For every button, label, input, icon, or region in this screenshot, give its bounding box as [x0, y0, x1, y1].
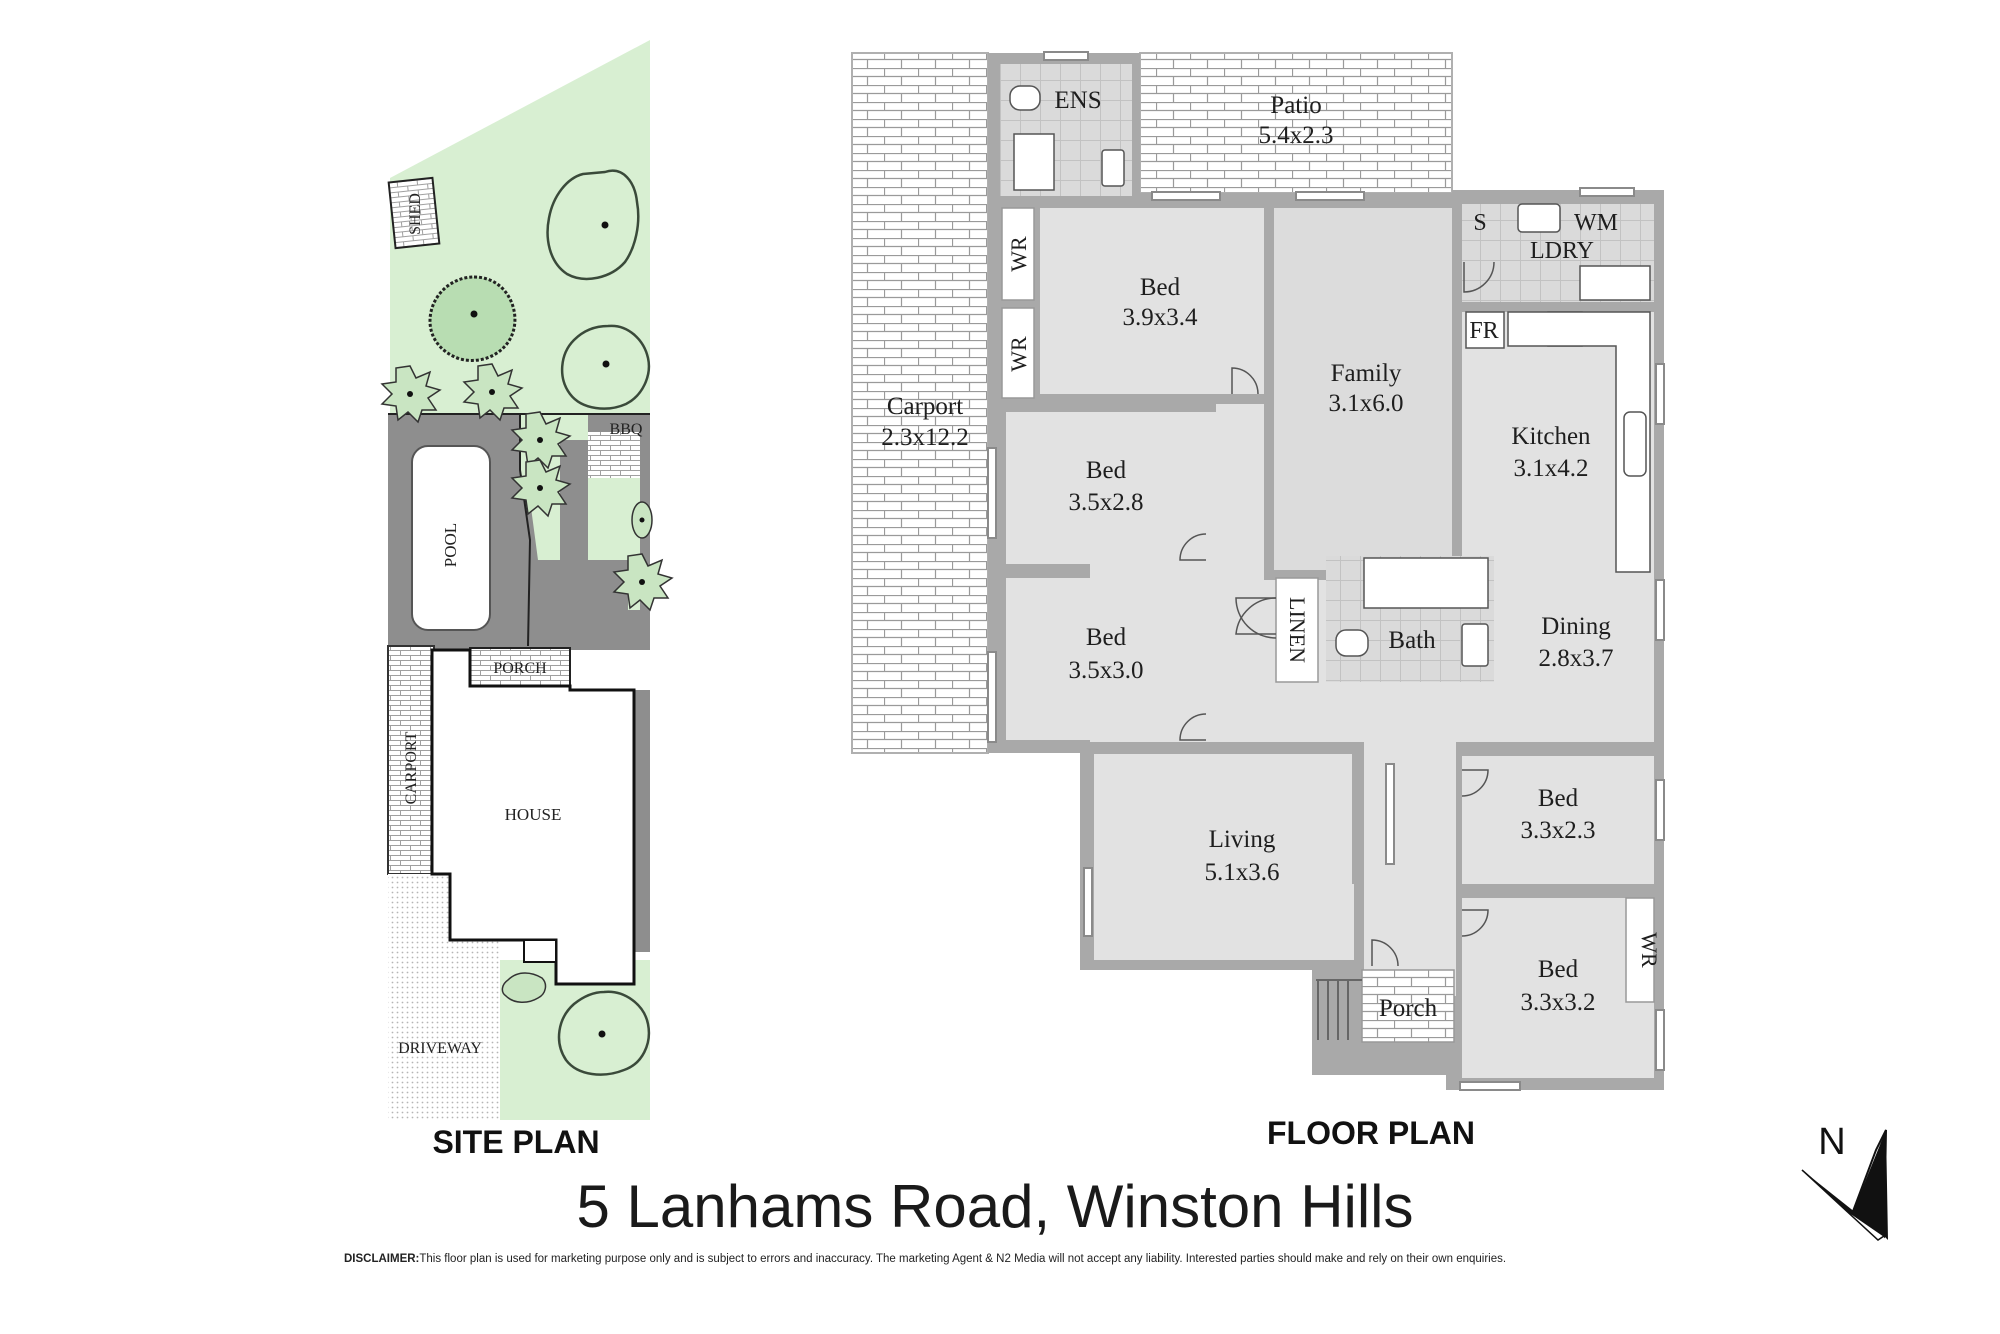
bbq-label: BBQ: [610, 421, 643, 438]
bed-3[interactable]: [1006, 578, 1206, 740]
bath-toilet-icon: [1335, 629, 1369, 657]
porch-label: PORCH: [493, 660, 547, 677]
laundry-bench-icon: [1579, 265, 1651, 301]
kitchen-name: Kitchen: [1511, 423, 1591, 450]
living-name: Living: [1209, 826, 1276, 853]
bath-basin-icon: [1461, 623, 1489, 667]
kitchen-size: 3.1x4.2: [1514, 455, 1589, 482]
basin-icon: [1101, 149, 1125, 187]
bed-2-name: Bed: [1086, 457, 1127, 484]
shrub-icon: [631, 501, 653, 539]
wr-label-2: WR: [1006, 336, 1031, 372]
family-room[interactable]: [1274, 208, 1452, 570]
bed-3-name: Bed: [1086, 624, 1127, 651]
wardrobe-1[interactable]: [1001, 207, 1035, 301]
shrub-icon: [510, 459, 572, 518]
shower-icon: [1013, 133, 1055, 191]
carport-area[interactable]: [851, 52, 989, 754]
disclaimer: DISCLAIMER:This floor plan is used for m…: [344, 1253, 1744, 1265]
bed-2-size: 3.5x2.8: [1069, 489, 1144, 516]
bed-5-name: Bed: [1538, 956, 1579, 983]
shrub-icon: [612, 553, 674, 612]
site-porch[interactable]: [469, 647, 571, 687]
bed-1-size: 3.9x3.4: [1123, 304, 1199, 331]
bathtub-icon: [1363, 557, 1489, 609]
fixtures: [1009, 85, 1651, 667]
site-shed[interactable]: [387, 176, 441, 250]
sink-icon: [1517, 203, 1561, 233]
s-label: S: [1473, 210, 1486, 236]
bed-4-size: 3.3x2.3: [1521, 817, 1596, 844]
shrub-icon: [510, 411, 572, 470]
bed-2[interactable]: [1006, 412, 1206, 564]
floor-plan-heading: FLOOR PLAN: [1267, 1115, 1475, 1151]
porch-label: Porch: [1379, 995, 1438, 1022]
doors: [1179, 261, 1495, 967]
bed-3-size: 3.5x3.0: [1069, 657, 1144, 684]
bed-1[interactable]: [1040, 208, 1264, 394]
site-plan-heading: SITE PLAN: [432, 1124, 599, 1160]
wardrobe-3[interactable]: [1625, 897, 1655, 1003]
dining-name: Dining: [1541, 613, 1611, 640]
wardrobe-2[interactable]: [1001, 307, 1035, 399]
pool[interactable]: [411, 445, 491, 631]
site-house[interactable]: [430, 648, 636, 986]
windows: [987, 51, 1665, 1091]
wr-label-1: WR: [1006, 236, 1031, 272]
house-label: HOUSE: [505, 805, 562, 824]
carport-name: Carport: [887, 393, 963, 420]
tree-icon: [561, 324, 651, 410]
bed-1-name: Bed: [1140, 274, 1181, 301]
living-size: 5.1x3.6: [1205, 859, 1280, 886]
bed-4-name: Bed: [1538, 785, 1579, 812]
patio-name: Patio: [1270, 92, 1321, 119]
porch-steps: [1316, 979, 1362, 1040]
toilet-icon: [1009, 85, 1041, 111]
shrub-icon: [501, 972, 547, 1003]
kitchen-bench-icon: [1507, 311, 1651, 573]
bed-5-size: 3.3x3.2: [1521, 989, 1596, 1016]
wm-label: WM: [1574, 210, 1618, 236]
carport-size: 2.3x12.2: [881, 424, 969, 451]
north-label: N: [1818, 1121, 1845, 1163]
porch-area[interactable]: [1361, 969, 1455, 1043]
carport-label: CARPORT: [403, 731, 420, 804]
driveway-label: DRIVEWAY: [398, 1040, 482, 1057]
shrub-icon: [462, 363, 524, 422]
patio-area[interactable]: [1139, 52, 1453, 194]
disclaimer-label: DISCLAIMER:: [344, 1253, 420, 1265]
ensuite-label: ENS: [1054, 87, 1101, 114]
property-address: 5 Lanhams Road, Winston Hills: [576, 1173, 1414, 1240]
patio-size: 5.4x2.3: [1259, 122, 1334, 149]
tree-icon: [546, 169, 640, 281]
family-name: Family: [1331, 360, 1402, 387]
wr-label-3: WR: [1637, 932, 1662, 968]
bbq-area: [588, 432, 640, 478]
bath-label: Bath: [1388, 627, 1436, 654]
laundry-label: LDRY: [1530, 238, 1594, 264]
pool-label: POOL: [441, 523, 460, 567]
shrub-icon: [380, 365, 442, 424]
family-size: 3.1x6.0: [1329, 390, 1404, 417]
floor-plan: ENS Patio 5.4x2.3 S WM LDRY WR WR Bed 3.…: [851, 51, 1665, 1151]
tree-icon: [557, 990, 651, 1076]
tree-icon: [428, 275, 517, 362]
shed-label: SHED: [407, 193, 424, 235]
linen-label: LINEN: [1285, 597, 1310, 663]
fridge-icon: [1465, 311, 1505, 349]
bed-4[interactable]: [1462, 756, 1654, 884]
north-arrow-icon: [1801, 1129, 1888, 1241]
compass: N: [1801, 1121, 1888, 1241]
living-room[interactable]: [1094, 754, 1354, 960]
site-plan: SHED BBQ POOL PORCH CARPORT HOUSE DRIVEW…: [380, 40, 674, 1160]
fr-label: FR: [1469, 318, 1498, 344]
kitchen-sink-icon: [1623, 411, 1647, 477]
bed-5[interactable]: [1462, 898, 1654, 1078]
linen-cupboard[interactable]: [1275, 577, 1319, 683]
disclaimer-text: This floor plan is used for marketing pu…: [419, 1253, 1507, 1265]
dining-size: 2.8x3.7: [1539, 645, 1614, 672]
